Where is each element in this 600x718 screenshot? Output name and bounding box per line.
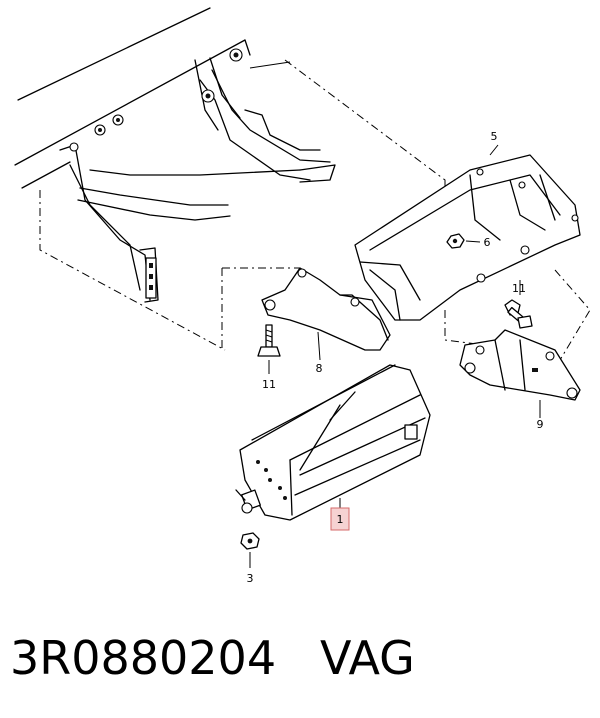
part-number: 3R0880204	[10, 631, 277, 685]
callout-8: 8	[316, 362, 323, 375]
bracket-part-9	[459, 329, 581, 418]
callout-3: 3	[247, 572, 254, 585]
airbag-bracket-part-8	[261, 267, 391, 361]
brand-name: VAG	[319, 631, 415, 685]
callout-9: 9	[537, 418, 544, 431]
footer-gap	[276, 631, 320, 685]
callout-11-right: 11	[512, 282, 526, 295]
callout-1-highlight	[330, 507, 350, 531]
callout-11-left: 11	[262, 378, 276, 391]
nut-part-6	[446, 233, 481, 249]
footer-caption: 3R0880204 VAG	[10, 628, 590, 698]
airbag-module-part-1	[235, 364, 431, 521]
bolt-part-11-left	[257, 324, 281, 374]
left-bracket-assembly	[59, 69, 336, 303]
callout-1: 1	[337, 513, 344, 526]
bolt-part-11-right	[504, 280, 533, 329]
callout-6: 6	[484, 236, 491, 249]
parts-diagram: 1 3 5 6 8 9 11 11	[14, 7, 591, 585]
callout-5: 5	[491, 130, 498, 143]
crossmember-part-5	[354, 144, 581, 321]
body-panel	[14, 7, 291, 189]
nut-part-3	[240, 532, 260, 568]
